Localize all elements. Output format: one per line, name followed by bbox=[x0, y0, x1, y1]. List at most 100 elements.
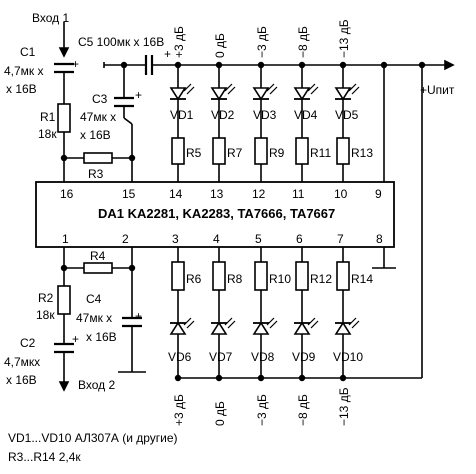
c3-plus: + bbox=[135, 88, 142, 102]
led-bottom-label: VD8 bbox=[251, 350, 275, 364]
led-bottom-label: VD7 bbox=[209, 350, 233, 364]
c3-value-2: x 16В bbox=[80, 128, 111, 142]
led-top-3-ray bbox=[266, 83, 275, 92]
resistor-bottom-label: R12 bbox=[310, 272, 332, 286]
led-top-5-ray bbox=[351, 86, 360, 95]
led-bottom-2-ray bbox=[224, 317, 233, 326]
r3-name: R3 bbox=[88, 167, 104, 181]
pin-5: 5 bbox=[255, 232, 262, 246]
led-bottom-label: VD9 bbox=[292, 350, 316, 364]
led-top-3 bbox=[252, 87, 270, 101]
led-top-4-ray bbox=[307, 83, 316, 92]
pin-2: 2 bbox=[122, 232, 129, 246]
led-top-label: VD1 bbox=[170, 108, 194, 122]
led-bottom-3-ray bbox=[269, 320, 278, 329]
level-top-label: −8 дБ bbox=[296, 26, 310, 58]
r4-name: R4 bbox=[90, 249, 106, 263]
supply-label: +Uпит bbox=[420, 83, 455, 97]
pin-10: 10 bbox=[334, 187, 348, 201]
led-top-5-ray bbox=[348, 83, 357, 92]
resistor-bottom-3 bbox=[254, 261, 268, 291]
wire bbox=[123, 117, 133, 125]
resistor-top-4 bbox=[295, 137, 309, 165]
resistor-r1 bbox=[57, 103, 71, 133]
chip-body bbox=[35, 181, 395, 248]
c2-value-1: 4,7мкx bbox=[4, 355, 40, 369]
led-top-label: VD2 bbox=[211, 108, 235, 122]
note-resistors: R3...R14 2,4к bbox=[8, 450, 81, 464]
pin-13: 13 bbox=[210, 187, 224, 201]
led-top-label: VD5 bbox=[335, 108, 359, 122]
resistor-top-label: R7 bbox=[227, 146, 243, 160]
resistor-bottom-2 bbox=[212, 261, 226, 291]
resistor-bottom-4 bbox=[295, 261, 309, 291]
chip-bottom-pins: 1 2 3 4 5 6 7 8 bbox=[62, 232, 383, 246]
resistor-top-label: R11 bbox=[310, 146, 331, 160]
resistor-bottom-5 bbox=[336, 261, 350, 291]
c5-label: C5 100мк x 16В bbox=[78, 35, 164, 49]
resistor-bottom-1 bbox=[171, 261, 185, 291]
r2-name: R2 bbox=[38, 291, 54, 305]
pin-11: 11 bbox=[292, 187, 305, 201]
led-bottom-1 bbox=[169, 321, 187, 335]
led-bottom-label: VD6 bbox=[168, 350, 192, 364]
r2-value: 18к bbox=[36, 308, 55, 322]
level-top-label: +3 дБ bbox=[172, 26, 186, 58]
led-bottom-5 bbox=[334, 321, 352, 335]
c2-value-2: x 16В bbox=[6, 373, 37, 387]
led-top-5 bbox=[334, 87, 352, 101]
note-leds: VD1...VD10 АЛ307А (и другие) bbox=[8, 431, 178, 445]
level-top-label: 0 дБ bbox=[213, 33, 227, 58]
r1-name: R1 bbox=[40, 110, 56, 124]
led-top-2-ray bbox=[227, 86, 236, 95]
pin-16: 16 bbox=[60, 187, 74, 201]
c3-value-1: 47мк x bbox=[80, 110, 116, 124]
c1-value-1: 4,7мк x bbox=[4, 64, 44, 78]
c2-plus: + bbox=[72, 332, 79, 346]
led-bottom-1-ray bbox=[186, 320, 195, 329]
resistor-bottom-label: R8 bbox=[227, 272, 243, 286]
led-bottom-2-ray bbox=[227, 320, 236, 329]
supply-arrow bbox=[444, 59, 455, 71]
led-top-label: VD4 bbox=[294, 108, 318, 122]
c3-name: C3 bbox=[92, 92, 108, 106]
input-1-label: Вход 1 bbox=[32, 11, 69, 25]
pin-4: 4 bbox=[213, 232, 220, 246]
wiring bbox=[58, 22, 455, 392]
c1-value-2: x 16В bbox=[6, 82, 37, 96]
led-bottom-4-ray bbox=[307, 317, 316, 326]
c5-plus: + bbox=[164, 47, 171, 61]
level-bottom-label: 0 дБ bbox=[213, 401, 227, 426]
junction-dot bbox=[418, 61, 426, 69]
labels: Вход 1 Вход 2 +Uпит DA1 KA2281, KA2283, … bbox=[4, 11, 455, 464]
led-top-1-ray bbox=[183, 83, 192, 92]
resistor-r3 bbox=[83, 152, 113, 164]
led-top-4 bbox=[293, 87, 311, 101]
level-bottom-label: −3 дБ bbox=[255, 394, 269, 426]
led-bottom-2 bbox=[210, 321, 228, 335]
c4-value-2: x 16В bbox=[86, 330, 117, 344]
c1-name: C1 bbox=[20, 45, 36, 59]
led-top-3-ray bbox=[269, 86, 278, 95]
pin-15: 15 bbox=[122, 187, 136, 201]
led-top-2-ray bbox=[224, 83, 233, 92]
c4-name: C4 bbox=[86, 292, 102, 306]
input-2-arrow bbox=[58, 381, 70, 392]
resistor-top-label: R9 bbox=[269, 146, 285, 160]
level-top-label: −13 дБ bbox=[337, 19, 351, 58]
level-top-label: −3 дБ bbox=[255, 26, 269, 58]
resistor-top-label: R13 bbox=[351, 146, 373, 160]
junction-dot bbox=[120, 61, 128, 69]
resistor-top-label: R5 bbox=[186, 146, 202, 160]
led-top-2 bbox=[210, 87, 228, 101]
level-bottom-label: −8 дБ bbox=[296, 394, 310, 426]
led-bottom-1-ray bbox=[183, 317, 192, 326]
c4-plus: + bbox=[135, 309, 142, 323]
pin-12: 12 bbox=[252, 187, 266, 201]
led-bottom-4-ray bbox=[310, 320, 319, 329]
led-bottom-label: VD10 bbox=[333, 350, 363, 364]
chip-label: DA1 KA2281, KA2283, TA7666, TA7667 bbox=[98, 206, 335, 221]
resistor-top-5 bbox=[336, 137, 350, 165]
level-bottom-label: −13 дБ bbox=[337, 387, 351, 426]
